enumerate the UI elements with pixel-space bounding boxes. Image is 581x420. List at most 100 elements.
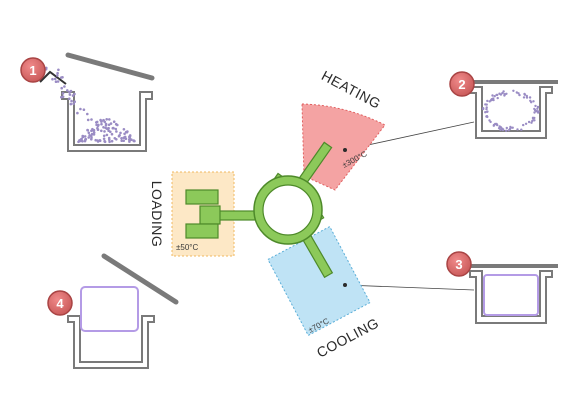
particle-dot	[119, 131, 122, 135]
particle-dot	[73, 100, 76, 103]
particle-dot	[61, 76, 64, 79]
step-badge-4: 4	[47, 290, 73, 316]
cooling-pin	[343, 283, 347, 287]
step-badge-1: 1	[20, 57, 46, 83]
particle-dot	[60, 86, 63, 90]
particle-dot	[499, 128, 502, 131]
particle-dot	[66, 89, 69, 92]
particle-dot	[79, 107, 82, 111]
particle-dot	[108, 140, 111, 144]
particle-dot	[100, 129, 103, 133]
particle-dot	[95, 120, 99, 124]
particle-dot	[511, 126, 514, 129]
particle-dot	[128, 140, 131, 143]
particle-dot	[504, 129, 508, 132]
particle-dot	[130, 138, 133, 141]
particle-dot	[502, 128, 505, 131]
particle-dot	[107, 129, 110, 132]
particle-dot	[123, 135, 127, 139]
step-4-unloading-container: 4	[47, 253, 179, 369]
particle-dot	[122, 139, 125, 142]
particle-dot	[56, 80, 60, 83]
particle-dot	[536, 111, 540, 114]
scoop-icon	[39, 70, 67, 85]
particle-dot	[503, 93, 506, 96]
particle-dot	[524, 122, 528, 126]
svg-text:3: 3	[455, 257, 462, 272]
particle-dot	[120, 137, 123, 140]
particle-dot	[528, 96, 532, 99]
particle-dot	[497, 127, 501, 130]
container-2-body	[469, 86, 553, 139]
step-badge-2: 2	[449, 71, 475, 97]
particle-dot	[531, 117, 535, 120]
step-1-loading-container: 1	[20, 52, 155, 152]
particle-dot	[123, 132, 126, 136]
particle-dot	[496, 123, 499, 127]
particle-dot	[522, 123, 525, 127]
particle-dot	[120, 139, 123, 142]
particle-dot	[533, 119, 536, 122]
particle-dot	[494, 122, 497, 126]
particle-pile	[77, 118, 136, 144]
container-4-lid	[101, 253, 179, 305]
particle-dot	[57, 68, 60, 72]
particle-dot	[525, 96, 529, 99]
particle-dot	[507, 129, 510, 132]
particle-dot	[502, 90, 505, 93]
particle-dot	[516, 128, 519, 131]
particle-dot	[113, 137, 117, 140]
container-4-body	[67, 315, 155, 369]
particle-dot	[68, 90, 71, 94]
svg-text:1: 1	[29, 63, 36, 78]
particle-dot	[486, 115, 489, 119]
particle-dot	[118, 134, 121, 137]
particle-dot	[108, 118, 111, 121]
svg-text:±50°C: ±50°C	[176, 243, 198, 252]
particle-dot	[517, 92, 520, 95]
particle-dot	[109, 122, 113, 125]
svg-text:4: 4	[56, 296, 64, 311]
particle-dot	[116, 123, 119, 127]
particle-dot	[491, 94, 494, 97]
particle-dot	[122, 128, 126, 131]
particle-dot	[56, 74, 59, 77]
particle-dot	[103, 130, 106, 133]
particle-dot	[482, 107, 485, 111]
particle-dot	[110, 139, 114, 143]
particle-dot	[87, 136, 90, 139]
particle-dot	[61, 95, 65, 98]
wafer-3	[483, 274, 539, 316]
heating-label: HEATING	[319, 67, 384, 112]
particle-dot	[102, 137, 106, 141]
particle-dot	[92, 131, 96, 134]
particle-dot	[63, 85, 66, 88]
particle-dot	[496, 96, 499, 100]
robot-arm-loading	[185, 189, 259, 239]
particle-dot	[73, 92, 76, 96]
particle-dot	[132, 139, 136, 143]
particle-dot	[493, 95, 496, 98]
particle-dot	[533, 111, 536, 114]
particle-dot	[488, 100, 491, 103]
particle-dot	[527, 120, 531, 124]
particle-dot	[505, 92, 508, 96]
particle-dot	[61, 92, 65, 95]
particle-dot	[105, 118, 108, 121]
particle-dot	[486, 99, 489, 103]
cooling-leader-line	[344, 284, 475, 291]
particle-dot	[90, 118, 93, 121]
particle-dot	[112, 120, 116, 123]
particle-dot	[531, 119, 534, 123]
falling-particles	[44, 66, 100, 127]
particle-dot	[72, 102, 75, 106]
particle-dot	[522, 96, 526, 99]
particle-dot	[532, 100, 535, 103]
loading-label: LOADING	[149, 181, 165, 248]
container-3-body	[469, 270, 553, 324]
particle-dot	[79, 138, 83, 141]
particle-dot	[485, 106, 488, 109]
particle-dot	[83, 135, 87, 138]
particle-dot	[105, 133, 109, 137]
